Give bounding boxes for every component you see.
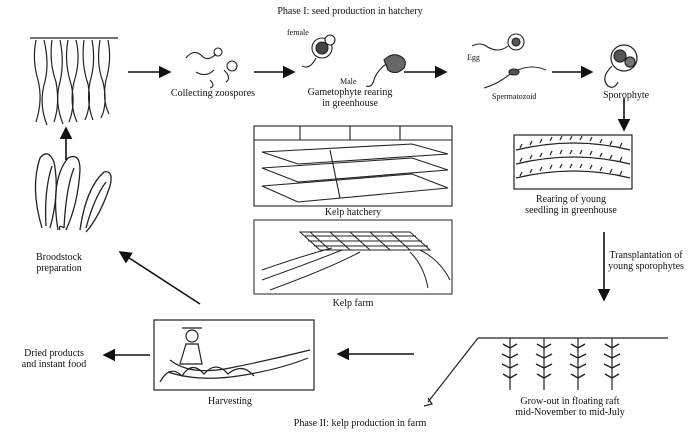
harvesting-illustration (154, 320, 314, 390)
kelp-hatchery-caption: Kelp hatchery (300, 207, 406, 218)
spermatozoid-label: Spermatozoid (492, 92, 536, 101)
kelp-farm-panel (254, 220, 452, 294)
collecting-zoospores-label: Collecting zoospores (158, 88, 268, 99)
sporophyte-illustration (605, 45, 637, 87)
sporophyte-label: Sporophyte (586, 90, 666, 101)
broodstock-kelp-illustration (35, 154, 111, 232)
arrow-harvest-to-broodstock (120, 252, 200, 304)
hanging-kelp-illustration (30, 38, 118, 125)
kelp-farm-caption: Kelp farm (310, 298, 396, 309)
female-label: female (287, 28, 309, 37)
zoospores-illustration (186, 48, 237, 88)
harvesting-label: Harvesting (190, 396, 270, 407)
phase2-title: Phase II: kelp production in farm (260, 418, 460, 429)
egg-label: Egg (467, 53, 480, 62)
egg-spermatozoid-illustration (472, 34, 546, 88)
kelp-hatchery-panel (254, 126, 452, 206)
phase1-title: Phase I: seed production in hatchery (240, 6, 460, 17)
seedling-frame-illustration (514, 135, 632, 189)
male-label: Male (340, 77, 356, 86)
